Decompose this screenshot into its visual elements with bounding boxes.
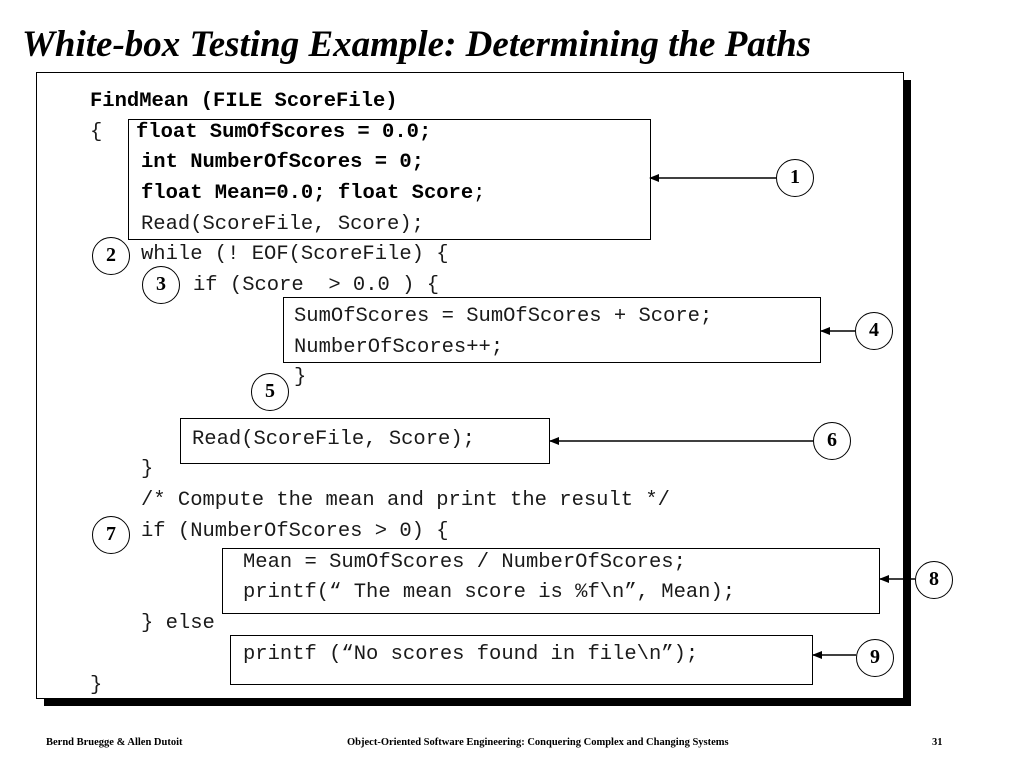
code-mean-decl: float Mean=0.0;	[141, 182, 326, 205]
code-line-if-close: }	[294, 366, 307, 389]
footer-book-title: Object-Oriented Software Engineering: Co…	[347, 737, 729, 748]
code-panel	[36, 72, 904, 699]
code-line-open-brace: {	[90, 121, 103, 144]
code-line-read-loop: Read(ScoreFile, Score);	[192, 428, 475, 451]
node-marker-7: 7	[92, 516, 130, 554]
node-marker-6: 6	[813, 422, 851, 460]
code-line-mean-decl: float Mean=0.0; float Score;	[141, 182, 485, 206]
node-marker-8: 8	[915, 561, 953, 599]
code-line-if-count: if (NumberOfScores > 0) {	[141, 520, 449, 543]
code-line-while-close: }	[141, 458, 154, 481]
code-line-sum-update: SumOfScores = SumOfScores + Score;	[294, 305, 713, 328]
code-line-sum-decl: float SumOfScores = 0.0;	[136, 121, 432, 144]
code-line-mean-compute: Mean = SumOfScores / NumberOfScores;	[243, 551, 686, 574]
code-line-count-increment: NumberOfScores++;	[294, 336, 504, 359]
code-line-read-initial: Read(ScoreFile, Score);	[141, 213, 424, 236]
node-marker-5: 5	[251, 373, 289, 411]
footer-authors: Bernd Bruegge & Allen Dutoit	[46, 737, 183, 748]
block-9-box	[230, 635, 813, 685]
code-score-decl: float Score	[337, 182, 474, 205]
code-line-printf-none: printf (“No scores found in file\n”);	[243, 643, 699, 666]
code-line-if-score: if (Score > 0.0 ) {	[193, 274, 440, 297]
node-marker-4: 4	[855, 312, 893, 350]
node-marker-2: 2	[92, 237, 130, 275]
code-line-comment: /* Compute the mean and print the result…	[141, 489, 670, 512]
node-marker-9: 9	[856, 639, 894, 677]
node-marker-3: 3	[142, 266, 180, 304]
slide-title: White-box Testing Example: Determining t…	[22, 24, 812, 65]
code-semicolon: ;	[473, 182, 486, 205]
footer-page-number: 31	[932, 737, 943, 748]
code-line-count-decl: int NumberOfScores = 0;	[141, 151, 424, 174]
code-line-function-signature: FindMean (FILE ScoreFile)	[90, 90, 398, 113]
code-line-while: while (! EOF(ScoreFile) {	[141, 243, 449, 266]
code-line-else: } else	[141, 612, 215, 635]
node-marker-1: 1	[776, 159, 814, 197]
code-line-printf-mean: printf(“ The mean score is %f\n”, Mean);	[243, 581, 736, 604]
code-line-close-brace: }	[90, 674, 103, 697]
